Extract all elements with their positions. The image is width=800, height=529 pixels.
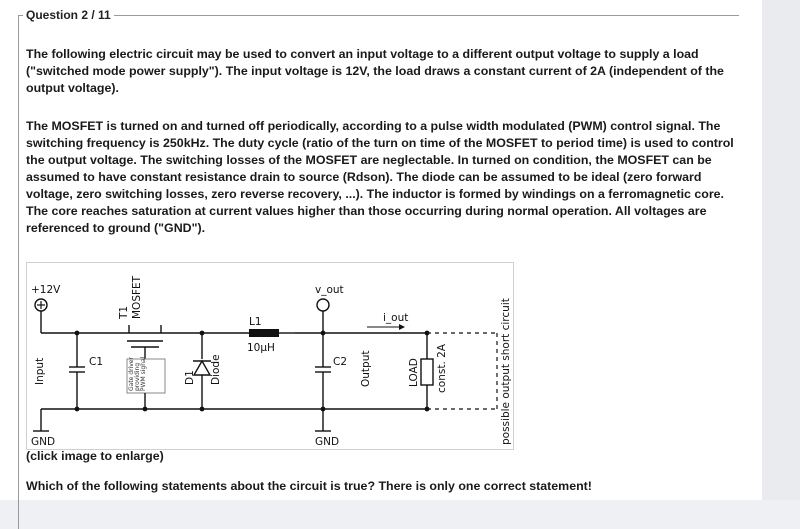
- question-paragraph-2: The MOSFET is turned on and turned off p…: [26, 119, 734, 235]
- label-v-out: v_out: [315, 284, 344, 296]
- label-diode: Diode: [210, 354, 222, 385]
- label-d1: D1: [184, 370, 196, 385]
- label-input: Input: [34, 358, 46, 385]
- label-l1: L1: [249, 316, 262, 328]
- circuit-diagram: +12V Input GND C1 T1 MOSFET Gate driver …: [31, 275, 512, 448]
- label-gnd-left: GND: [31, 436, 55, 448]
- label-output: Output: [360, 351, 372, 387]
- question-fieldset: Question 2 / 11: [18, 8, 739, 529]
- label-c2: C2: [333, 356, 347, 368]
- question-legend: Question 2 / 11: [26, 8, 111, 22]
- enlarge-image-caption[interactable]: (click image to enlarge): [26, 449, 164, 463]
- label-gate-driver-1: Gate driver: [128, 357, 135, 391]
- label-gate-driver-2: providing: [134, 363, 141, 391]
- question-prompt: Which of the following statements about …: [26, 479, 592, 493]
- page-gutter: [762, 0, 800, 500]
- label-mosfet: MOSFET: [131, 275, 143, 319]
- label-t1: T1: [118, 306, 130, 320]
- label-load: LOAD: [408, 358, 420, 387]
- question-paragraph-1: The following electric circuit may be us…: [26, 47, 724, 95]
- label-short-circuit: possible output short circuit: [500, 298, 512, 445]
- label-l1-value: 10µH: [247, 342, 275, 354]
- question-page: Question 2 / 11 The following electric c…: [0, 0, 762, 529]
- label-plus12v: +12V: [31, 284, 61, 296]
- circuit-image[interactable]: +12V Input GND C1 T1 MOSFET Gate driver …: [26, 262, 514, 450]
- label-c1: C1: [89, 356, 103, 368]
- label-load-const: const. 2A: [436, 343, 448, 393]
- label-gnd-right: GND: [315, 436, 339, 448]
- label-gate-driver-3: PWM signal: [140, 356, 147, 391]
- label-i-out: i_out: [383, 312, 408, 324]
